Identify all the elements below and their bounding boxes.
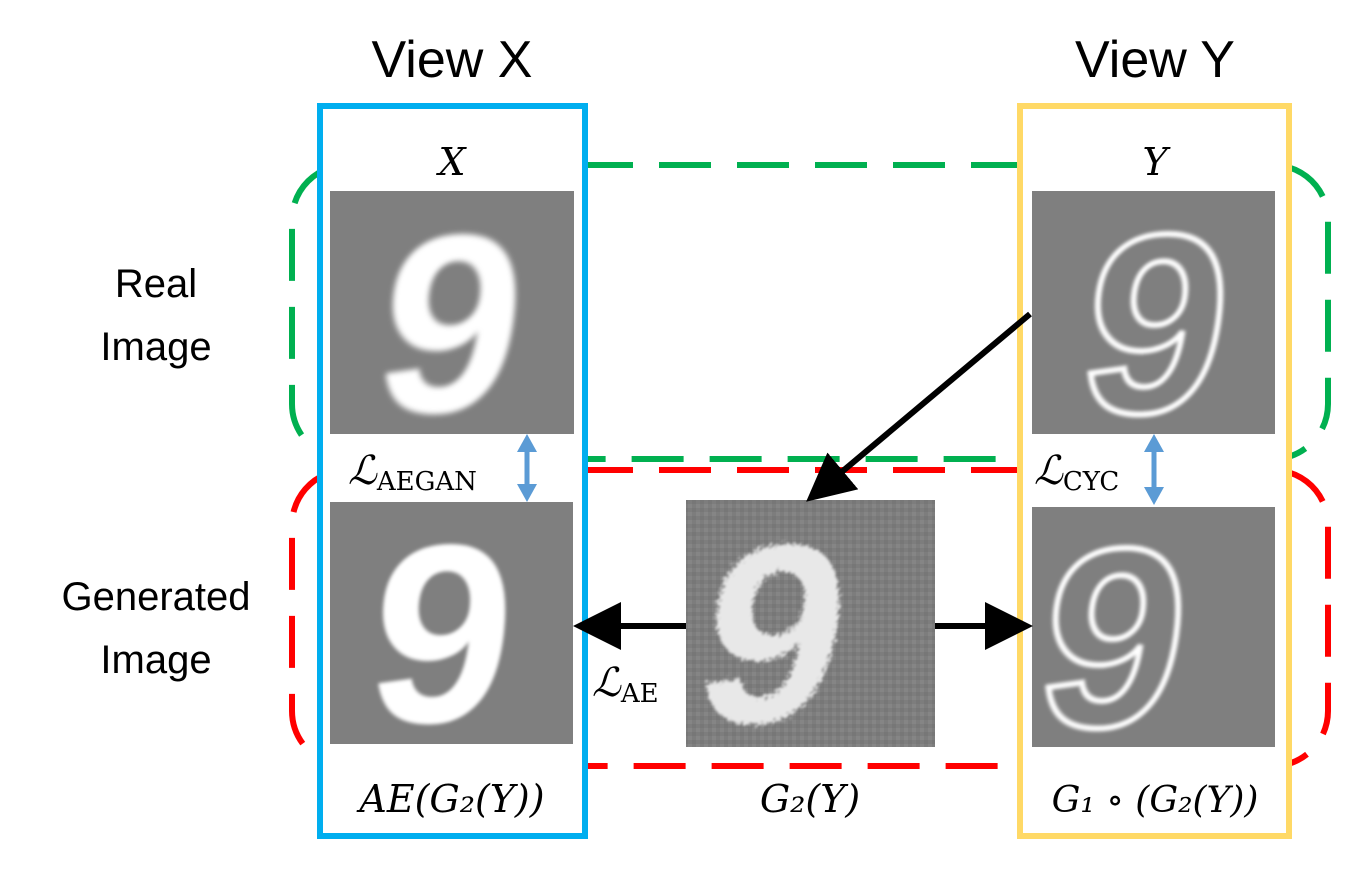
aegan-loss-label: ℒAEGAN xyxy=(348,448,477,497)
y-generated-image: 9 xyxy=(1020,493,1275,784)
x-real-image: 9 xyxy=(330,182,574,467)
x-generated-image: 9 xyxy=(330,493,573,777)
y-image-label: Y xyxy=(1142,140,1171,184)
generated-image-label-line1: Generated xyxy=(61,575,250,619)
generated-image-region xyxy=(289,467,1331,769)
g2-caption: G₂(Y) xyxy=(760,777,860,821)
ae-g2-caption: AE(G₂(Y)) xyxy=(356,777,544,821)
real-image-label-line2: Image xyxy=(100,325,211,369)
generated-image-label-line2: Image xyxy=(100,638,211,682)
ae-loss-label: ℒAE xyxy=(592,660,659,709)
cyc-loss-arrow xyxy=(1144,434,1164,505)
view-y-title: View Y xyxy=(1075,31,1235,89)
real-image-label-line1: Real xyxy=(115,262,197,306)
cyc-loss-label: ℒCYC xyxy=(1034,448,1119,497)
middle-generated-image: 9 xyxy=(678,492,935,777)
y-to-g2-arrow xyxy=(806,311,1032,502)
g1-g2-caption: G₁ ∘ (G₂(Y)) xyxy=(1052,780,1259,821)
view-x-title: View X xyxy=(372,31,533,89)
y-real-image: 9 xyxy=(1032,179,1275,470)
x-generated-digit: 9 xyxy=(356,493,528,777)
aegan-loss-arrow xyxy=(517,434,537,502)
x-image-label: X xyxy=(435,140,467,184)
